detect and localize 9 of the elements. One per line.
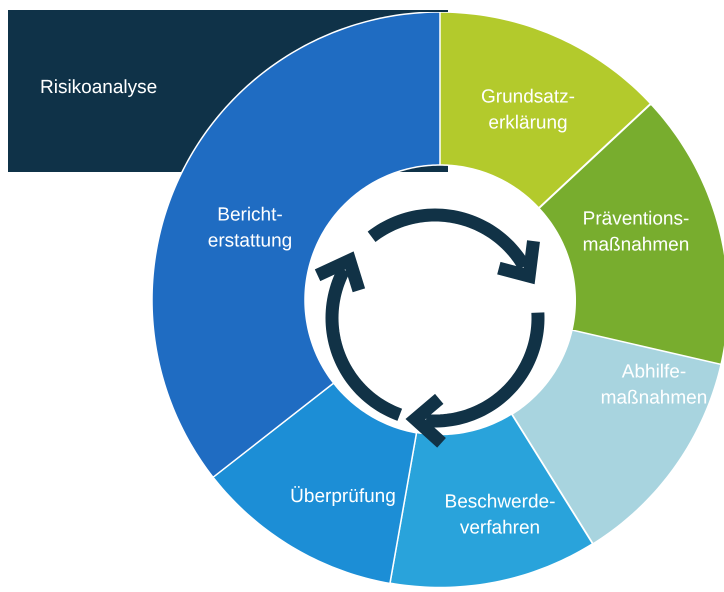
stage-label: Abhilfe- maßnahmen	[600, 360, 708, 410]
stage-label: Präventions- maßnahmen	[582, 207, 690, 257]
stage-label: Risikoanalyse	[40, 76, 158, 100]
stage-label: Beschwerde- verfahren	[444, 490, 556, 540]
stage-label: Überprüfung	[289, 485, 397, 510]
stage-label: Bericht- erstattung	[206, 203, 294, 253]
cycle-segment	[440, 12, 651, 208]
cycle-segment	[213, 383, 417, 584]
stage-label: Grundsatz- erklärung	[480, 85, 576, 135]
